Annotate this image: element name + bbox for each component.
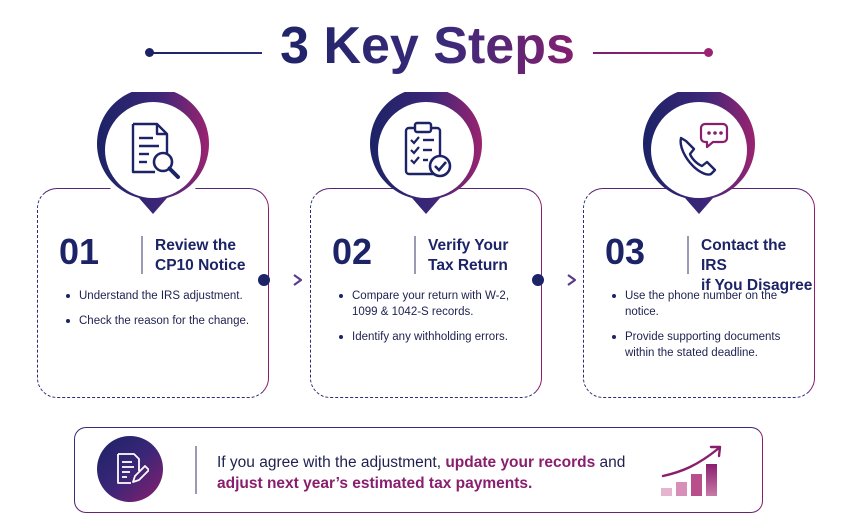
- step-divider: [414, 236, 416, 274]
- title-dot-right: [704, 48, 713, 57]
- step-card-1: [37, 188, 269, 398]
- step-bullets: Understand the IRS adjustment. Check the…: [65, 288, 261, 338]
- step-bullets: Compare your return with W-2, 1099 & 104…: [338, 288, 534, 354]
- bullet-item: Use the phone number on the notice.: [611, 288, 807, 320]
- bullet-item: Identify any withholding errors.: [338, 329, 534, 345]
- growth-bars-icon: [661, 445, 722, 496]
- clipboard-checklist-icon: [404, 121, 452, 178]
- arrow-connector-2: [532, 274, 577, 286]
- step-card-3: [583, 188, 815, 398]
- bullet-item: Compare your return with W-2, 1099 & 104…: [338, 288, 534, 320]
- step-bullets: Use the phone number on the notice. Prov…: [611, 288, 807, 370]
- title-line-left: [150, 52, 262, 54]
- banner-divider: [195, 446, 197, 494]
- step-title: Contact the IRS if You Disagree: [701, 237, 813, 294]
- arrow-connector-1: [258, 274, 303, 286]
- step-1: 01 Review the CP10 Notice Understand the…: [37, 0, 269, 400]
- step-pin-3: [639, 87, 759, 224]
- bullet-item: Check the reason for the change.: [65, 313, 261, 329]
- step-2: 02 Verify Your Tax Return Compare your r…: [310, 0, 542, 400]
- advice-banner: If you agree with the adjustment, update…: [74, 427, 763, 513]
- title-dot-left: [145, 48, 154, 57]
- banner-icon-circle: [97, 436, 163, 502]
- step-divider: [141, 236, 143, 274]
- step-3: 03 Contact the IRS if You Disagree Use t…: [583, 0, 815, 400]
- page-title: 3 Key Steps: [262, 10, 593, 82]
- step-title: Verify Your Tax Return: [428, 237, 509, 274]
- step-title: Review the CP10 Notice: [155, 237, 246, 274]
- title-line-right: [593, 52, 707, 54]
- title-section: 3 Key Steps: [0, 8, 855, 80]
- bullet-item: Provide supporting documents within the …: [611, 329, 807, 361]
- step-divider: [687, 236, 689, 274]
- step-number: 01: [59, 231, 100, 272]
- step-pin-2: [366, 87, 486, 224]
- step-pin-1: [93, 87, 213, 224]
- step-card-2: [310, 188, 542, 398]
- phone-chat-icon: [679, 122, 729, 176]
- bullet-item: Understand the IRS adjustment.: [65, 288, 261, 304]
- document-search-icon: [131, 122, 180, 179]
- step-number: 02: [332, 231, 373, 272]
- step-number: 03: [605, 231, 646, 272]
- document-pen-icon: [117, 453, 149, 484]
- banner-text: If you agree with the adjustment, update…: [217, 454, 626, 492]
